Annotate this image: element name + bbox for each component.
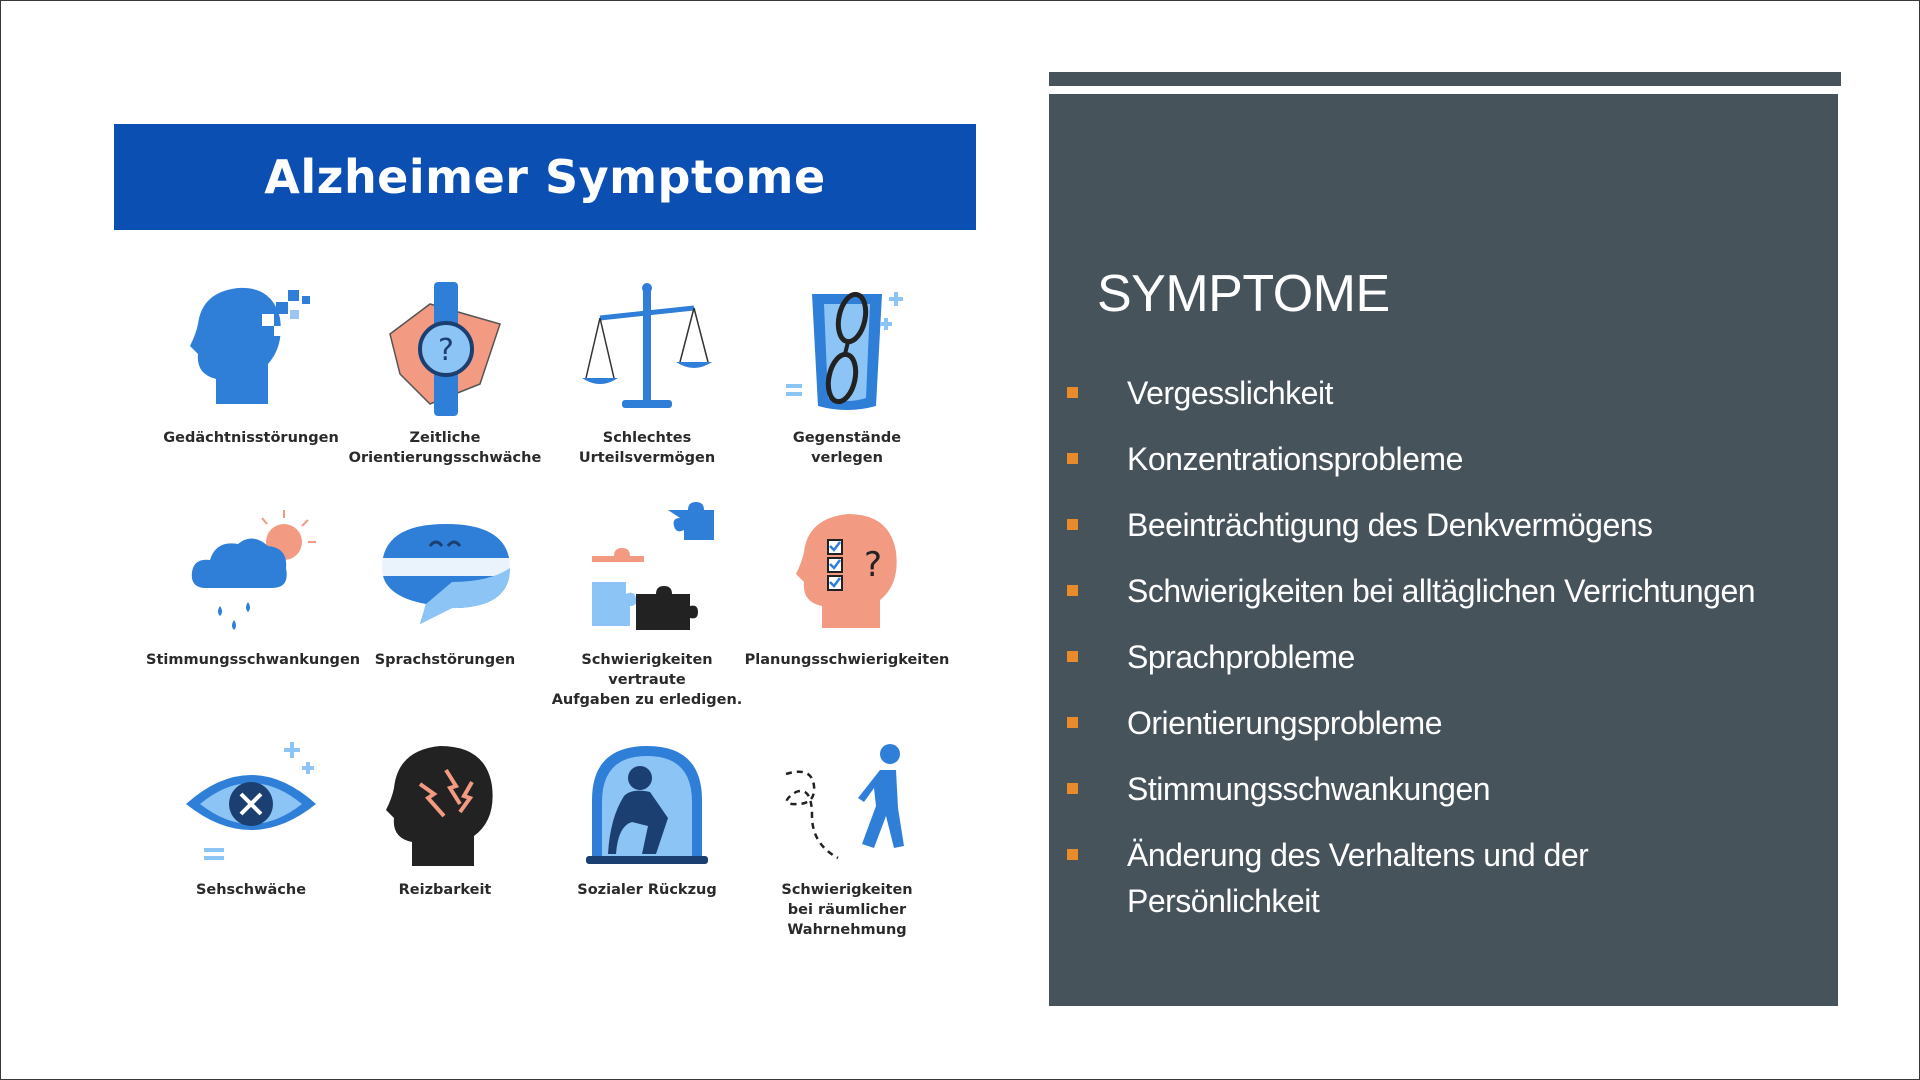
bullet-square-icon [1067, 651, 1078, 662]
bullet-square-icon [1067, 453, 1078, 464]
bullet-square-icon [1067, 387, 1078, 398]
head-memory-icon [190, 287, 310, 404]
head-lightning-icon [386, 746, 493, 866]
tile-label: Zeitliche Orientierungsschwäche [348, 430, 542, 466]
list-item: Schwierigkeiten bei alltäglichen Verrich… [1065, 568, 1815, 614]
tile-time-orientation: ? Zeitliche Orientierungsschwäche [340, 274, 550, 468]
tile-vision: Sehschwäche [146, 726, 356, 900]
walking-person-icon [785, 744, 904, 860]
puzzle-icon [592, 502, 714, 630]
list-item: Vergesslichkeit [1065, 370, 1815, 416]
tile-label: Schlechtes Urteilsvermögen [578, 430, 716, 466]
scale-icon [582, 283, 712, 408]
watch-question-icon: ? [389, 282, 501, 416]
head-checklist-icon: ? [796, 514, 897, 628]
tile-language: Sprachstörungen [340, 496, 550, 670]
tile-label: Reizbarkeit [398, 882, 492, 898]
bullet-square-icon [1067, 783, 1078, 794]
tile-withdrawal: Sozialer Rückzug [542, 726, 752, 900]
tile-planning: ? Planungsschwierigkeiten [742, 496, 952, 670]
alzheimer-infographic: Alzheimer Symptome Gedächtnisstörungen ?… [114, 124, 976, 944]
symptom-list: Vergesslichkeit Konzentrationsprobleme B… [1065, 370, 1815, 944]
tile-misplacing: Gegenstände verlegen [742, 274, 952, 468]
panel-top-bar [1049, 72, 1841, 86]
tile-label: Stimmungsschwankungen [146, 652, 361, 668]
tile-label: Schwierigkeiten bei räumlicher Wahrnehmu… [781, 882, 913, 938]
tile-mood: Stimmungsschwankungen [146, 496, 361, 670]
tile-spatial: Schwierigkeiten bei räumlicher Wahrnehmu… [742, 726, 952, 940]
list-item: Stimmungsschwankungen [1065, 766, 1815, 812]
tile-label: Gegenstände verlegen [792, 430, 902, 466]
tile-familiar-tasks: Schwierigkeiten vertraute Aufgaben zu er… [542, 496, 752, 710]
list-item: Konzentrationsprobleme [1065, 436, 1815, 482]
list-item: Orientierungsprobleme [1065, 700, 1815, 746]
tile-label: Sprachstörungen [374, 652, 516, 668]
bullet-square-icon [1067, 849, 1078, 860]
tile-judgement: Schlechtes Urteilsvermögen [542, 274, 752, 468]
tile-label: Sozialer Rückzug [577, 882, 717, 898]
tile-label: Schwierigkeiten vertraute Aufgaben zu er… [551, 652, 743, 708]
svg-text:?: ? [438, 333, 454, 368]
panel-title: SYMPTOME [1097, 265, 1390, 323]
person-dome-icon [586, 746, 708, 864]
list-item: Beeinträchtigung des Denkvermögens [1065, 502, 1815, 548]
cloud-rain-icon [191, 510, 316, 630]
tile-irritability: Reizbarkeit [340, 726, 550, 900]
tile-label: Planungsschwierigkeiten [744, 652, 950, 668]
glasses-icon [786, 291, 903, 410]
bullet-square-icon [1067, 717, 1078, 728]
list-item: Änderung des Verhaltens und der Persönli… [1065, 832, 1647, 924]
list-item: Sprachprobleme [1065, 634, 1815, 680]
bullet-square-icon [1067, 585, 1078, 596]
speech-bubble-icon [382, 524, 510, 624]
svg-text:?: ? [864, 545, 882, 585]
tile-label: Sehschwäche [195, 882, 307, 898]
bullet-square-icon [1067, 519, 1078, 530]
symptom-panel: SYMPTOME Vergesslichkeit Konzentrationsp… [1049, 94, 1838, 1006]
eye-icon [186, 742, 316, 860]
tile-memory: Gedächtnisstörungen [146, 274, 356, 448]
infographic-title: Alzheimer Symptome [114, 124, 976, 230]
tile-label: Gedächtnisstörungen [163, 430, 339, 446]
